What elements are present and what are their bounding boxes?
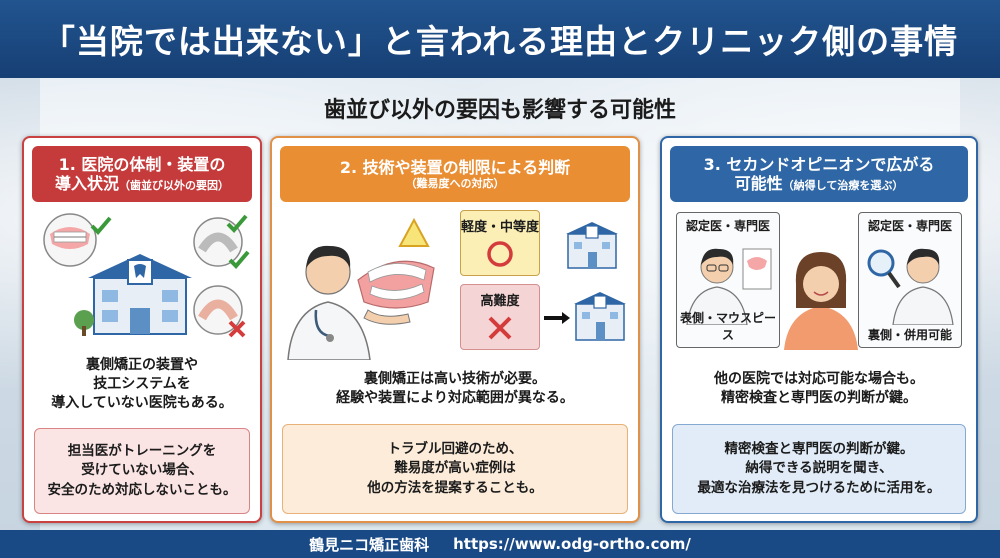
panel-2-note-line: トラブル回避のため、 — [387, 440, 523, 457]
panel-2-title: 2. 技術や装置の制限による判断 （難易度への対応） — [280, 146, 630, 202]
panel-1-title: 1. 医院の体制・装置の 導入状況（歯並び以外の要因） — [32, 146, 252, 202]
braces-teeth-icon — [43, 213, 97, 267]
warning-icon — [398, 218, 430, 247]
panel-second-opinion: 3. セカンドオピニオンで広がる 可能性（納得して治療を選ぶ） 認定医・専門医 … — [660, 136, 978, 523]
panel-2-note-box: トラブル回避のため、 難易度が高い症例は 他の方法を提案することも。 — [282, 424, 628, 514]
mild-case-text: 軽度・中等度 — [461, 220, 540, 235]
panel-1-title-line1: 1. 医院の体制・装置の — [58, 154, 226, 174]
panel-2-note-line: 他の方法を提案することも。 — [367, 479, 543, 496]
footer-bar: 鶴見ニコ矯正歯科 https://www.odg-ortho.com/ — [0, 530, 1000, 558]
left-doctor-footer: 表側・マウスピース — [679, 311, 776, 342]
panel-1-body: 裏側矯正の装置や 技工システムを 導入していない医院もある。 — [24, 356, 260, 413]
right-doctor-heading: 認定医・専門医 — [867, 219, 952, 233]
panel-3-note-line: 精密検査と専門医の判断が鍵。 — [724, 440, 914, 457]
left-doctor-heading: 認定医・専門医 — [685, 219, 770, 233]
circle-ok-icon — [487, 241, 513, 267]
panel-3-body-line: 他の医院では対応可能な場合も。 — [714, 371, 924, 387]
severe-case-text: 高難度 — [480, 294, 520, 309]
clinic-building-icon — [574, 292, 626, 341]
panel-2-body-line: 経験や装置により対応範囲が異なる。 — [336, 389, 574, 406]
panel-2-title-line1: 2. 技術や装置の制限による判断 — [339, 157, 571, 177]
page-subtitle: 歯並び以外の要因も影響する可能性 — [323, 98, 676, 123]
panel-3-body-line: 精密検査と専門医の判断が鍵。 — [721, 389, 917, 406]
panel-1-note-box: 担当医がトレーニングを 受けていない場合、 安全のため対応しないことも。 — [34, 428, 250, 514]
doctor-with-model-illustration — [287, 245, 435, 360]
clinic-url: https://www.odg-ortho.com/ — [453, 535, 691, 553]
patient-icon — [784, 252, 858, 350]
clinic-name: 鶴見ニコ矯正歯科 — [309, 535, 430, 554]
panel-1-note-line: 安全のため対応しないことも。 — [47, 481, 237, 498]
panel-3-body: 他の医院では対応可能な場合も。 精密検査と専門医の判断が鍵。 — [662, 370, 976, 408]
severe-case-label: 高難度 — [460, 284, 540, 350]
panel-3-note-line: 最適な治療法を見つけるために活用を。 — [697, 479, 941, 496]
right-doctor-footer: 裏側・併用可能 — [867, 328, 952, 342]
dentist-icon — [287, 245, 371, 360]
check-icon — [90, 216, 112, 235]
panel-1-note-line: 担当医がトレーニングを — [67, 442, 217, 459]
clinic-braces-illustration — [43, 213, 250, 338]
dental-model-icon — [357, 260, 435, 309]
panel-2-body-line: 裏側矯正は高い技術が必要。 — [364, 371, 546, 387]
panel-1-title-line2: 導入状況 — [54, 174, 119, 193]
page-title: 「当院では出来ない」と言われる理由とクリニック側の事情 — [41, 22, 959, 61]
cross-icon — [228, 320, 246, 338]
magnifier-doctor-icon — [867, 248, 954, 325]
clinic-building-icon — [566, 222, 618, 269]
panel-2-body: 裏側矯正は高い技術が必要。 経験や装置により対応範囲が異なる。 — [272, 370, 638, 408]
clinic-building-icon — [74, 254, 192, 336]
header-banner: 「当院では出来ない」と言われる理由とクリニック側の事情 — [0, 0, 1000, 78]
right-doctor-card: 認定医・専門医 裏側・併用可能 — [858, 212, 962, 348]
panel-1-body-line: 導入していない医院もある。 — [51, 394, 233, 411]
check-icon — [228, 250, 250, 269]
cross-icon — [488, 316, 512, 340]
aligner-icon — [193, 217, 243, 267]
panel-3-title: 3. セカンドオピニオンで広がる 可能性（納得して治療を選ぶ） — [670, 146, 968, 202]
panel-1-body-line: 技工システムを — [93, 375, 191, 392]
doctor-icon — [686, 248, 772, 325]
panel-3-title-line1: 3. セカンドオピニオンで広がる — [703, 154, 935, 174]
check-icon — [226, 214, 248, 233]
panel-3-note-line: 納得できる説明を聞き、 — [745, 460, 893, 477]
clinic-buildings-illustration — [544, 222, 626, 341]
panel-2-note-line: 難易度が高い症例は — [394, 460, 516, 477]
panel-2-title-note: （難易度への対応） — [405, 177, 505, 190]
panel-technical-limits: 2. 技術や装置の制限による判断 （難易度への対応） 軽度・中等度 高難度 — [270, 136, 640, 523]
panel-1-note-line: 受けていない場合、 — [81, 462, 203, 479]
panel-1-title-note: （歯並び以外の要因） — [119, 179, 229, 192]
mild-case-label: 軽度・中等度 — [460, 210, 540, 276]
panel-clinic-setup: 1. 医院の体制・装置の 導入状況（歯並び以外の要因） — [22, 136, 262, 523]
panel-1-body-line: 裏側矯正の装置や — [86, 357, 198, 373]
panel-3-title-note: （納得して治療を選ぶ） — [782, 179, 904, 192]
panel-3-note-box: 精密検査と専門医の判断が鍵。 納得できる説明を聞き、 最適な治療法を見つけるため… — [672, 424, 966, 514]
panel-3-title-line2: 可能性 — [734, 174, 783, 193]
left-doctor-card: 認定医・専門医 表側・マウスピース — [676, 212, 780, 348]
